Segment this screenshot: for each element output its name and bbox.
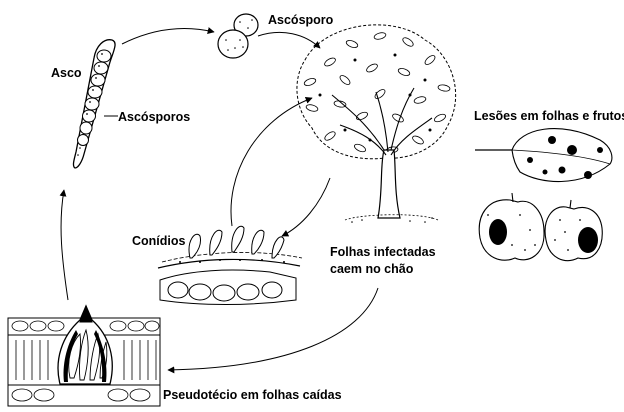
arrow-ascospore-to-tree (258, 32, 320, 48)
infected-tree-illustration (297, 25, 456, 223)
label-ascosporos: Ascósporos (118, 110, 190, 125)
arrow-ascus-to-ascospore (122, 28, 214, 44)
arrow-pseudothecium-to-ascus (61, 190, 68, 300)
label-pseudotecio: Pseudotécio em folhas caídas (163, 388, 342, 403)
arrow-tree-to-conidia (282, 178, 330, 236)
infected-leaf-illustration (475, 129, 612, 182)
infected-apples-illustration (479, 193, 602, 261)
label-ascosporo: Ascósporo (268, 13, 333, 28)
label-folhas-line2: caem no chão (330, 262, 413, 277)
label-folhas-line1: Folhas infectadas (330, 245, 436, 260)
pseudothecium-illustration (8, 306, 160, 406)
ascus-illustration (73, 40, 118, 168)
arrow-conidia-to-tree (231, 98, 312, 226)
label-conidios: Conídios (132, 234, 185, 249)
label-lesoes: Lesões em folhas e frutos (474, 109, 624, 124)
label-asco: Asco (51, 66, 82, 81)
ascospore-illustration (218, 14, 258, 58)
